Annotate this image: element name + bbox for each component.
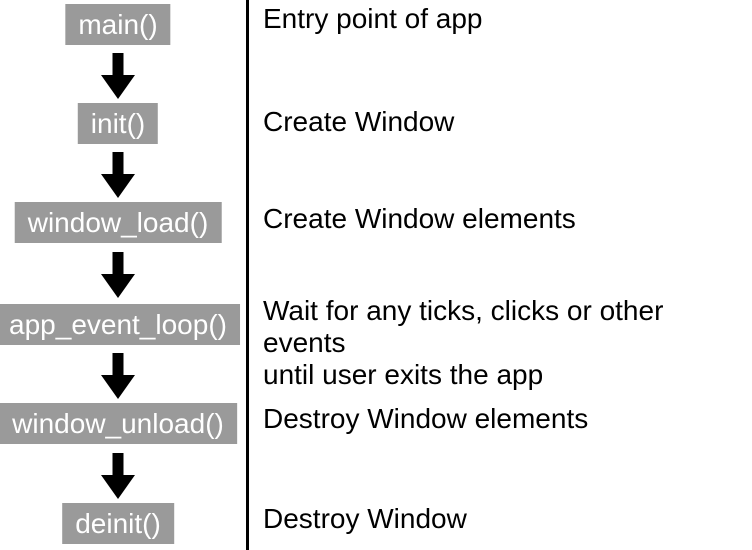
desc-destroy-window: Destroy Window (263, 503, 467, 534)
desc-destroy-window-elements: Destroy Window elements (263, 403, 589, 434)
down-arrow-icon (101, 353, 135, 399)
flow-box-window-load: window_load() (14, 202, 222, 243)
flow-box-window-unload: window_unload() (0, 403, 237, 444)
desc-entry-point: Entry point of app (263, 3, 483, 34)
flow-box-deinit: deinit() (62, 503, 174, 544)
down-arrow-icon (101, 453, 135, 499)
desc-wait-for-events: Wait for any ticks, clicks or other even… (263, 295, 664, 390)
desc-create-window: Create Window (263, 106, 455, 137)
flow-box-init: init() (77, 103, 159, 144)
flow-box-main: main() (65, 4, 171, 45)
vertical-divider (246, 0, 249, 550)
down-arrow-icon (101, 252, 135, 298)
desc-create-window-elements: Create Window elements (263, 203, 576, 234)
flow-box-app-event-loop: app_event_loop() (0, 304, 240, 345)
down-arrow-icon (101, 152, 135, 198)
down-arrow-icon (101, 53, 135, 99)
